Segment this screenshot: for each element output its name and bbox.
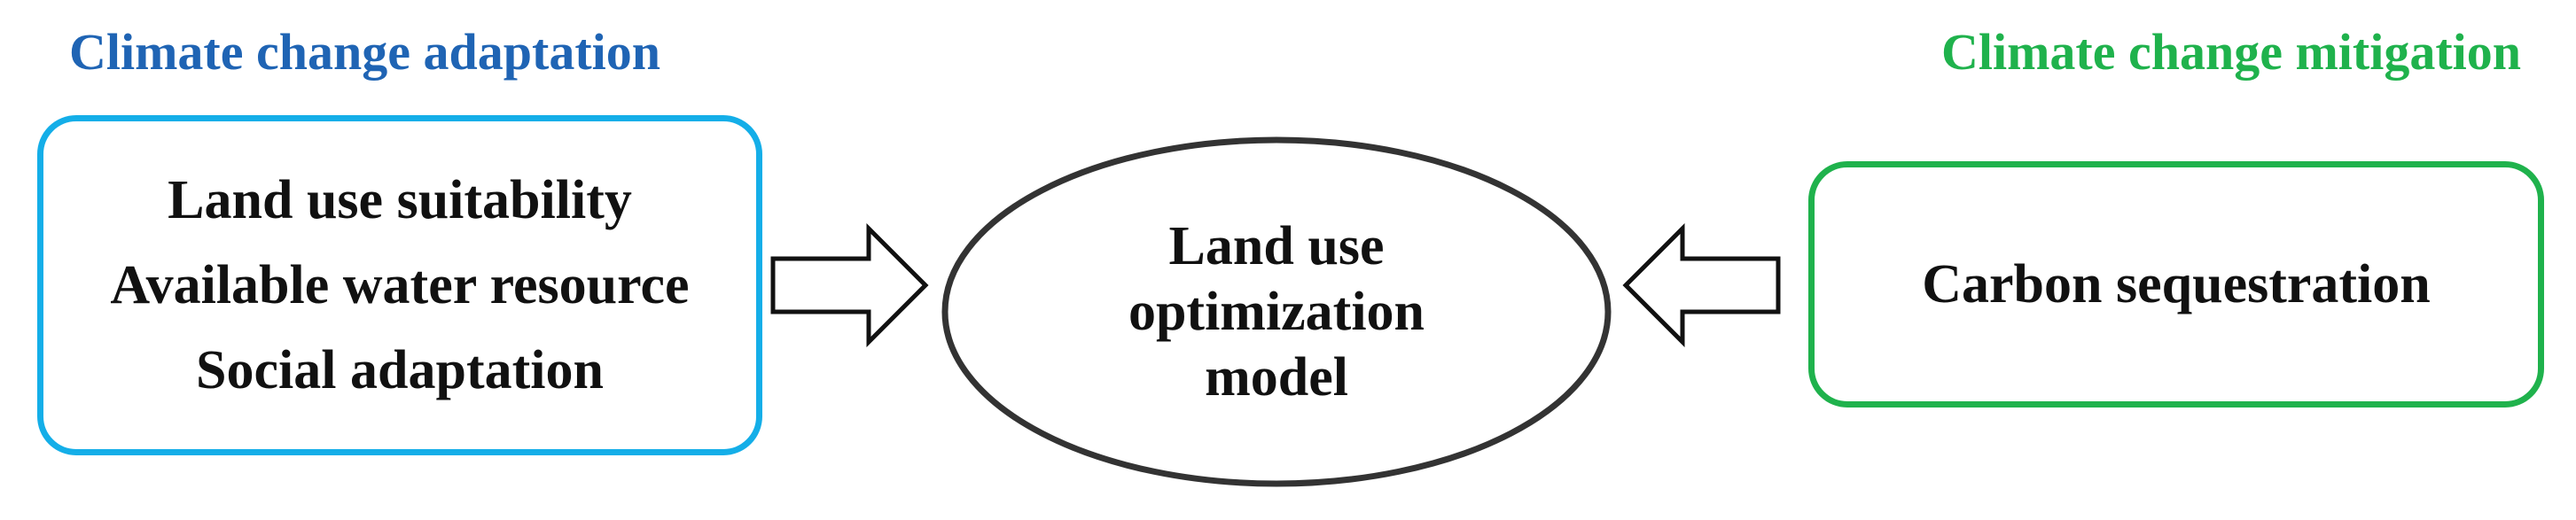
mitigation-item-carbon-sequestration: Carbon sequestration — [1922, 254, 2431, 314]
model-ellipse-shape — [941, 136, 1612, 487]
mitigation-heading: Climate change mitigation — [1940, 23, 2521, 81]
adaptation-box: Land use suitability Available water res… — [37, 115, 762, 455]
right-arrow-shape — [770, 223, 929, 347]
left-arrow-shape — [1622, 223, 1781, 347]
mitigation-box: Carbon sequestration — [1808, 161, 2544, 407]
left-arrow-icon — [1622, 223, 1781, 347]
adaptation-item-social-adaptation: Social adaptation — [196, 340, 604, 400]
adaptation-item-land-use-suitability: Land use suitability — [168, 170, 632, 230]
adaptation-item-available-water-resource: Available water resource — [110, 255, 690, 315]
model-label-line-2: optimization — [1128, 282, 1425, 342]
adaptation-heading: Climate change adaptation — [69, 23, 660, 81]
right-arrow-icon — [770, 223, 929, 347]
model-label-line-1: Land use — [1168, 216, 1385, 276]
optimization-model-node: Land use optimization model — [940, 135, 1613, 489]
model-label-line-3: model — [1205, 347, 1348, 407]
model-ellipse — [941, 136, 1612, 487]
